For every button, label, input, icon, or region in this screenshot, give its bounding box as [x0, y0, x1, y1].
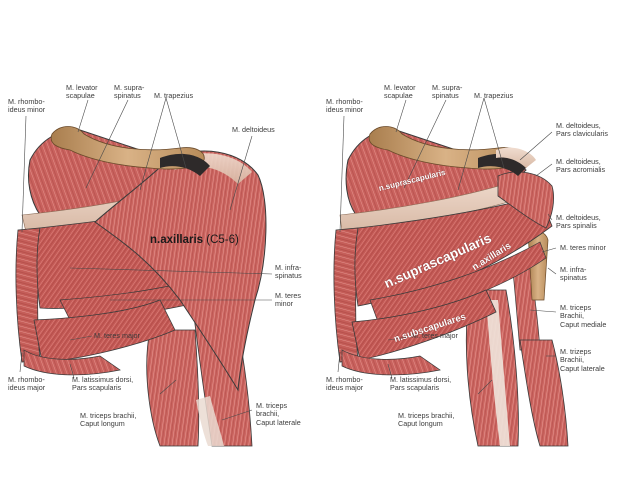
label-infraspinatus-left: M. infra- spinatus: [275, 263, 302, 281]
label-teres-minor-left: M. teres minor: [275, 291, 301, 309]
label-triceps-laterale-left: M. triceps brachii, Caput laterale: [256, 401, 301, 427]
teres-major-right: [351, 289, 497, 361]
label-latissimus-left: M. latissimus dorsi, Pars scapularis: [72, 375, 134, 393]
latissimus-left: [23, 349, 121, 376]
deltoid-acromial-right: [497, 171, 554, 229]
label-deltoideus-left: M. deltoideus: [232, 125, 275, 134]
label-deltoideus-acrom-right: M. deltoideus, Pars acromialis: [556, 157, 606, 175]
annotation-n-axillaris-roots: (C5-6): [206, 234, 239, 246]
label-levator-scapulae-left: M. levator scapulae: [66, 83, 98, 101]
label-trapezius-right: M. trapezius: [474, 91, 514, 100]
triceps-laterale-right: [519, 339, 569, 447]
label-triceps-longum-left: M. triceps brachii, Caput longum: [80, 411, 137, 429]
label-deltoideus-clav-right: M. deltoideus, Pars clavicularis: [556, 121, 608, 139]
label-triceps-longum-right: M. triceps brachii, Caput longum: [398, 411, 455, 429]
deltoid-clavicular-cut-right: [496, 147, 536, 168]
label-triceps-mediale-right: M. triceps Brachii, Caput mediale: [560, 303, 607, 329]
label-teres-minor-right: M. teres minor: [560, 243, 606, 252]
label-latissimus-right: M. latissimus dorsi, Pars scapularis: [390, 375, 452, 393]
label-deltoideus-spin-right: M. deltoideus, Pars spinalis: [556, 213, 601, 231]
label-supraspinatus-left: M. supra- spinatus: [114, 83, 145, 101]
annotation-n-axillaris-left: n.axillaris (C5-6): [150, 234, 239, 246]
left-shoulder-illustration: [15, 126, 267, 447]
right-shoulder-illustration: [333, 126, 569, 447]
triceps-longum-left: [146, 329, 200, 447]
label-triceps-laterale-right: M. trizeps Brachii, Caput laterale: [560, 347, 605, 373]
label-teres-major-right: M. teres major: [412, 331, 458, 340]
annotation-n-axillaris-name: n.axillaris: [150, 234, 204, 246]
label-teres-major-left: M. teres major: [94, 331, 140, 340]
label-infraspinatus-right: M. infra- spinatus: [560, 265, 587, 283]
label-rhomboideus-minor-left: M. rhombo- ideus minor: [8, 97, 46, 115]
triceps-tendon-right: [486, 300, 510, 446]
label-rhomboideus-major-left: M. rhombo- ideus major: [8, 375, 46, 393]
rhomboid-right: [333, 227, 359, 363]
label-levator-scapulae-right: M. levator scapulae: [384, 83, 416, 101]
teres-major-left: [33, 299, 176, 363]
label-rhomboideus-minor-right: M. rhombo- ideus minor: [326, 97, 364, 115]
label-rhomboideus-major-right: M. rhombo- ideus major: [326, 375, 364, 393]
deltoid-left: [94, 150, 267, 392]
leader-lines: [19, 97, 557, 421]
latissimus-right: [341, 349, 441, 376]
label-trapezius-left: M. trapezius: [154, 91, 194, 100]
rhomboid-left: [15, 227, 41, 363]
label-supraspinatus-right: M. supra- spinatus: [432, 83, 463, 101]
triceps-tendon-left: [196, 396, 224, 446]
